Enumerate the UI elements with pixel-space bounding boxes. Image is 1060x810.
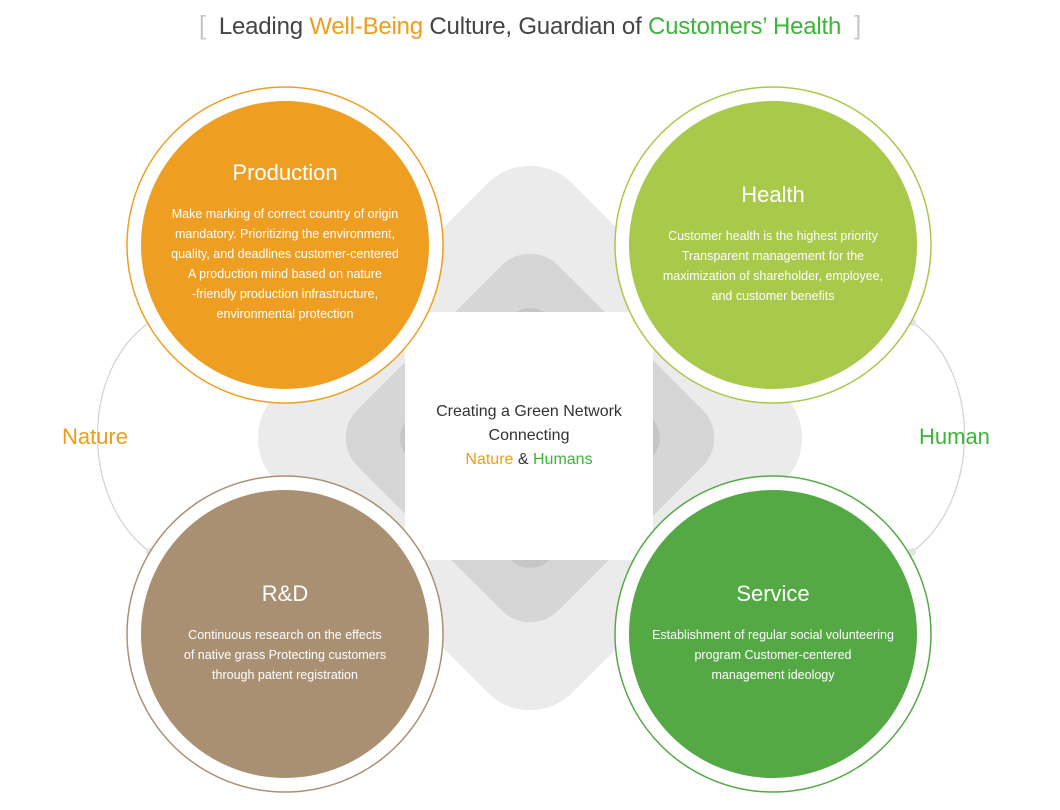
production-line: quality, and deadlines customer-centered xyxy=(171,247,399,261)
service-line: program Customer-centered xyxy=(694,648,852,662)
center-text: Creating a Green Network Connecting Natu… xyxy=(405,400,653,472)
health-title: Health xyxy=(741,182,805,207)
health-line: and customer benefits xyxy=(711,289,835,303)
production-circle xyxy=(141,101,429,389)
title-bracket-close: ] xyxy=(854,10,862,40)
health-line: Customer health is the highest priority xyxy=(668,229,878,243)
health-circle xyxy=(629,101,917,389)
rd-line: through patent registration xyxy=(212,668,358,682)
health-line: maximization of shareholder, employee, xyxy=(662,269,884,283)
service-node: Service Establishment of regular social … xyxy=(633,581,913,685)
side-label-nature: Nature xyxy=(62,424,129,449)
service-title: Service xyxy=(736,581,810,606)
service-line: Establishment of regular social voluntee… xyxy=(652,628,894,642)
service-line: management ideology xyxy=(711,668,835,682)
center-amp: & xyxy=(513,451,533,468)
production-line: environmental protection xyxy=(216,307,354,321)
center-nature: Nature xyxy=(465,451,514,468)
title-bracket-open: [ xyxy=(198,10,206,40)
production-line: Make marking of correct country of origi… xyxy=(171,207,399,221)
right-connector-arc xyxy=(911,321,966,553)
center-line3: Nature & Humans xyxy=(405,448,653,472)
side-label-human: Human xyxy=(919,424,990,449)
title-part2: Culture, Guardian of xyxy=(422,13,649,40)
rd-line: Continuous research on the effects xyxy=(188,628,382,642)
rd-title: R&D xyxy=(261,581,309,606)
title-part1: Leading xyxy=(218,13,310,40)
production-line: -friendly production infrastructure, xyxy=(191,287,379,301)
production-line: A production mind based on nature xyxy=(188,267,382,281)
page-title: [ Leading Well-Being Culture, Guardian o… xyxy=(0,10,1060,41)
center-line2: Connecting xyxy=(488,427,570,444)
center-line1: Creating a Green Network xyxy=(436,403,622,420)
title-highlight-health: Customers’ Health xyxy=(648,13,842,40)
rd-body: Continuous research on the effects of na… xyxy=(145,625,425,685)
health-body: Customer health is the highest priority … xyxy=(633,226,913,306)
service-body: Establishment of regular social voluntee… xyxy=(633,625,913,685)
center-humans: Humans xyxy=(533,451,593,468)
title-highlight-wellbeing: Well-Being xyxy=(309,13,423,40)
production-body: Make marking of correct country of origi… xyxy=(145,204,425,324)
service-circle xyxy=(629,490,917,778)
health-line: Transparent management for the xyxy=(681,249,865,263)
center-box xyxy=(405,312,653,560)
health-node: Health Customer health is the highest pr… xyxy=(633,182,913,306)
production-line: mandatory. Prioritizing the environment, xyxy=(174,227,395,241)
rd-node: R&D Continuous research on the effects o… xyxy=(145,581,425,685)
production-title: Production xyxy=(232,160,338,185)
production-node: Production Make marking of correct count… xyxy=(145,160,425,324)
rd-line: of native grass Protecting customers xyxy=(183,648,387,662)
left-connector-arc xyxy=(96,321,151,553)
rd-circle xyxy=(141,490,429,778)
